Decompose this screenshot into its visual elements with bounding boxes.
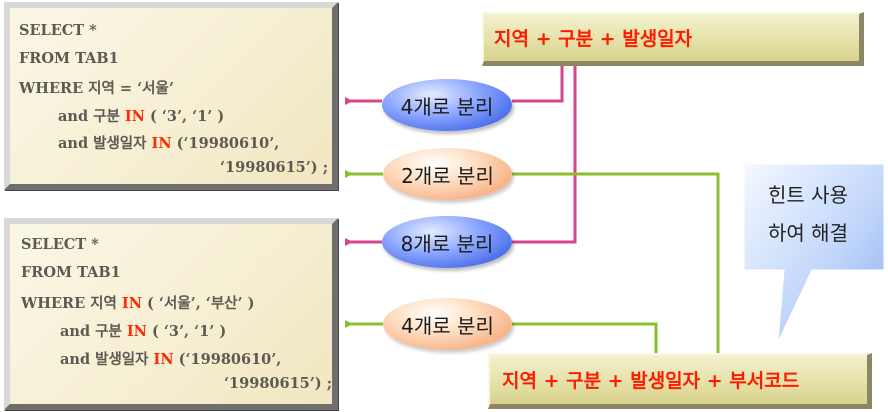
pink-connector-1 — [512, 66, 564, 103]
sql-line-and-date: and 발생일자 IN (‘19980610’, — [60, 348, 281, 369]
sql-query-panel-1: SELECT * FROM TAB1 WHERE 지역 = ‘서울’ and 구… — [4, 2, 338, 190]
hint-callout-text: 힌트 사용 하여 해결 — [768, 183, 848, 245]
sql-text: and 구분 — [60, 323, 127, 340]
sql-text: and 발생일자 — [58, 135, 152, 152]
sql-line-and-date: and 발생일자 IN (‘19980610’, — [58, 132, 279, 153]
index-columns-bottom: 지역 + 구분 + 발생일자 + 부서코드 — [488, 353, 872, 409]
green-connector-1 — [512, 172, 720, 353]
sql-in-keyword: IN — [121, 295, 142, 312]
split-oval-4: 4개로 분리 — [383, 298, 512, 350]
sql-line-where: WHERE 지역 = ‘서울’ — [19, 80, 174, 97]
sql-text: ( ‘서울’, ‘부산’ ) — [141, 295, 255, 312]
green-connector-2 — [512, 322, 658, 353]
sql-line-date-end: ‘19980615’) ; — [224, 375, 333, 392]
sql-line-date-end: ‘19980615’) ; — [220, 159, 329, 176]
index-columns-top: 지역 + 구분 + 발생일자 — [482, 12, 864, 66]
sql-text: (‘19980610’, — [173, 351, 282, 368]
sql-text: and 발생일자 — [60, 351, 154, 368]
sql-text: (‘19980610’, — [171, 135, 280, 152]
split-oval-3: 8개로 분리 — [382, 216, 512, 268]
sql-line-select: SELECT * — [19, 22, 97, 39]
sql-line-from: FROM TAB1 — [19, 50, 119, 67]
sql-text: ( ‘3’, ‘1’ ) — [146, 323, 227, 340]
split-oval-2: 2개로 분리 — [383, 148, 512, 200]
sql-line-from: FROM TAB1 — [21, 264, 121, 281]
sql-line-and-gubun: and 구분 IN ( ‘3’, ‘1’ ) — [58, 105, 224, 126]
sql-text: ( ‘3’, ‘1’ ) — [144, 108, 225, 125]
sql-line-select: SELECT * — [21, 236, 99, 253]
sql-line-where: WHERE 지역 IN ( ‘서울’, ‘부산’ ) — [21, 292, 254, 313]
sql-line-and-gubun: and 구분 IN ( ‘3’, ‘1’ ) — [60, 320, 226, 341]
sql-query-panel-2: SELECT * FROM TAB1 WHERE 지역 IN ( ‘서울’, ‘… — [4, 218, 338, 410]
sql-in-keyword: IN — [151, 135, 172, 152]
sql-in-keyword: IN — [124, 108, 145, 125]
pink-connector-2 — [512, 66, 577, 244]
sql-in-keyword: IN — [126, 323, 147, 340]
sql-text: and 구분 — [58, 108, 125, 125]
split-oval-1: 4개로 분리 — [382, 79, 512, 131]
sql-in-keyword: IN — [153, 351, 174, 368]
sql-text: WHERE 지역 — [21, 295, 122, 312]
